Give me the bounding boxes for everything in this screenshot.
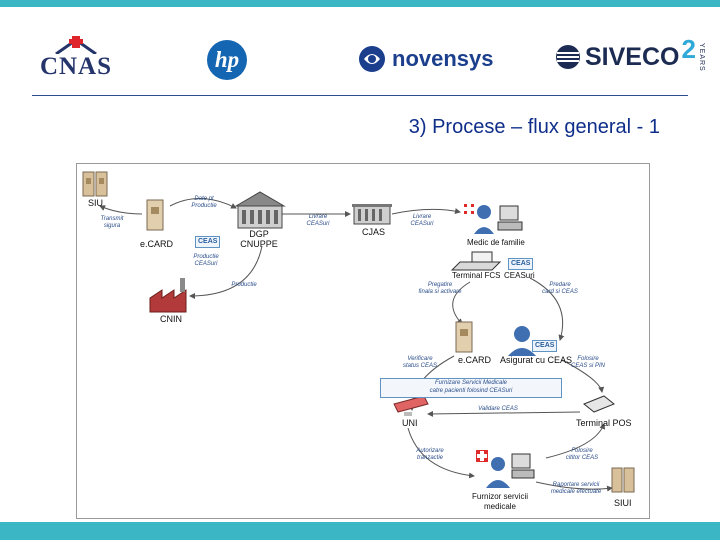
edge-label-validare: Validare CEAS — [478, 406, 518, 412]
edge-label-folosire-cititor: Folosire cititor CEAS — [565, 448, 599, 461]
bottom-accent-bar — [0, 522, 720, 540]
arrow-ecard-to-dgp — [169, 197, 237, 209]
edge-label-autorizare: Autorizare tranzactie — [416, 448, 444, 461]
cjas-building-icon — [352, 204, 392, 225]
arrow-asigurat-to-pos — [561, 359, 605, 393]
novensys-logo: novensys — [358, 42, 494, 76]
arrow-dgp-to-cnin — [189, 245, 263, 299]
arrow-terminal-to-asigurat — [529, 277, 565, 341]
arrow-furnizor-to-pos — [545, 423, 606, 459]
edge-label-furnizare: Furnizare Servicii Medicale catre pacien… — [429, 380, 513, 394]
cnin-factory-icon — [149, 278, 187, 313]
edge-label-furnizare-band: Furnizare Servicii Medicale catre pacien… — [380, 378, 562, 398]
edge-label-productie: Productie — [231, 282, 257, 288]
page-title: 3) Procese – flux general - 1 — [408, 116, 660, 138]
edge-label-raportare: Raportare servicii medicale efectuate — [550, 482, 602, 495]
arrow-pos-to-uni — [427, 410, 581, 417]
node-label-uni: UNI — [402, 418, 418, 428]
siveco-years-text: YEARS — [697, 42, 705, 72]
medic-person-icon — [464, 201, 523, 234]
edge-label-verificare: Verificare status CEAS — [402, 356, 438, 369]
novensys-mark-icon — [359, 46, 385, 72]
siveco-logo: SIVECO 2 YEARS — [555, 34, 705, 80]
cnas-logo: CNAS — [36, 36, 116, 82]
edge-label-predare: Predare card si CEAS — [542, 282, 578, 295]
top-accent-bar — [0, 0, 720, 7]
edge-label-transmit: Transmit sigura — [100, 216, 124, 229]
edge-label-pregatire: Pregatire finala si activare — [418, 282, 462, 295]
siveco-anniversary-number: 2 — [681, 33, 696, 64]
asigurat-person-icon — [508, 326, 536, 356]
header-divider — [32, 95, 688, 96]
siveco-logo-text: SIVECO — [585, 42, 680, 71]
dgp-building-icon — [234, 191, 286, 229]
node-label-ecard-top: e.CARD — [140, 239, 174, 249]
ecard-server-icon — [146, 199, 164, 231]
edge-label-productie-ceas: Productie CEASuri — [193, 254, 219, 267]
node-label-cjas: CJAS — [362, 227, 386, 237]
hp-logo: hp — [207, 40, 247, 80]
edge-label-livrare-1: Livrare CEASuri — [306, 214, 330, 227]
arrow-cjas-to-medic — [391, 208, 461, 215]
arrow-terminal-to-ecard — [452, 281, 471, 325]
node-label-ecard-mid: e.CARD — [458, 355, 492, 365]
edge-label-folosire-pin: Folosire CEAS si PIN — [570, 356, 606, 369]
node-label-terminal-pos: Terminal POS — [576, 418, 632, 428]
node-label-asigurat: Asigurat cu CEAS — [500, 355, 573, 365]
edge-label-date-productie: Date pt Productie — [191, 196, 217, 209]
arrow-ecard-to-siu — [99, 205, 143, 215]
siveco-globe-icon — [556, 45, 580, 69]
arrow-furnizor-to-siui — [535, 481, 613, 492]
ceas-badge-mid: CEAS — [532, 340, 558, 352]
arrow-uni-to-furnizor — [407, 427, 475, 479]
node-label-cnin: CNIN — [160, 314, 182, 324]
node-label-terminal-fcs: Terminal FCS — [452, 271, 501, 280]
terminal-pos-icon — [583, 395, 615, 413]
cnas-cross-icon — [55, 36, 97, 54]
terminal-fcs-icon — [450, 251, 502, 271]
ceas-badge-top: CEAS — [195, 236, 221, 248]
novensys-logo-text: novensys — [392, 46, 494, 71]
node-label-siui: SIUI — [614, 498, 632, 508]
siu-server-icon — [82, 171, 108, 197]
node-label-dgp: DGP CNUPPE — [240, 229, 278, 249]
furnizor-person-icon — [476, 450, 535, 488]
hp-logo-text: hp — [214, 47, 240, 72]
node-label-siu: SIU — [88, 198, 104, 208]
ceas-badge-guri: CEAS — [508, 258, 534, 270]
siui-server-icon — [611, 467, 635, 493]
node-label-ceasuri: CEASuri — [504, 271, 535, 280]
node-label-medic: Medic de familie — [467, 238, 525, 247]
uni-device-icon — [393, 395, 429, 416]
ecard-mid-server-icon — [455, 321, 473, 353]
edge-label-livrare-2: Livrare CEASuri — [410, 214, 434, 227]
node-label-furnizor: Furnizor servicii medicale — [471, 492, 529, 511]
cnas-logo-text: CNAS — [39, 53, 113, 80]
